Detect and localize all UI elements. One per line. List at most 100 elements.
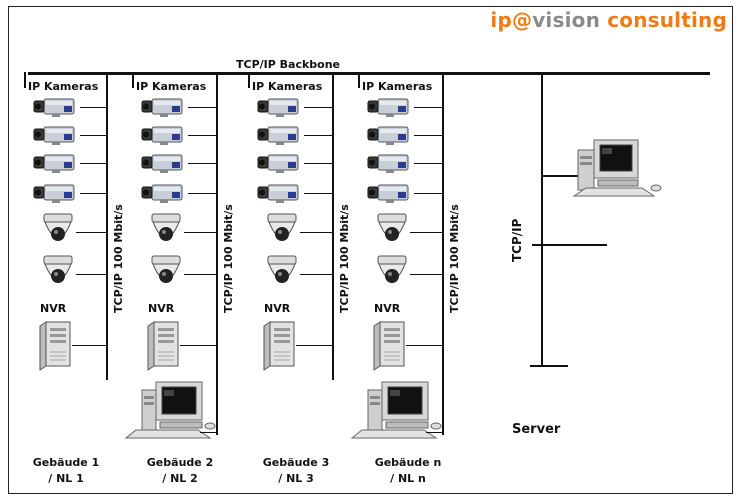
brand-part-2: vision xyxy=(532,8,601,32)
nvr-label: NVR xyxy=(148,302,175,315)
diagram-border xyxy=(8,6,733,494)
backbone-line xyxy=(28,72,710,75)
workstation-icon xyxy=(350,381,442,439)
dome-camera-icon xyxy=(151,255,181,283)
box-camera-icon xyxy=(257,154,299,173)
camera-link-line xyxy=(80,107,106,108)
nvr-label: NVR xyxy=(40,302,67,315)
building-caption: Gebäude 3 / NL 3 xyxy=(256,455,336,487)
building-caption: Gebäude 1 / NL 1 xyxy=(26,455,106,487)
building-name: Gebäude 2 xyxy=(146,456,214,469)
building-name: Gebäude 3 xyxy=(262,456,330,469)
link-speed-label: TCP/IP 100 Mbit/s xyxy=(222,204,235,313)
dome-camera-icon xyxy=(267,213,297,241)
link-vertical-line xyxy=(106,75,108,380)
server-branch-top xyxy=(541,175,585,177)
link-speed-label: TCP/IP 100 Mbit/s xyxy=(448,204,461,313)
camera-link-line xyxy=(188,193,216,194)
server-label: Server xyxy=(512,422,561,437)
camera-link-line xyxy=(188,163,216,164)
nvr-label: NVR xyxy=(264,302,291,315)
link-vertical-line xyxy=(216,75,218,435)
building-caption: Gebäude 2 / NL 2 xyxy=(140,455,220,487)
dome-link-line xyxy=(76,274,106,275)
box-camera-icon xyxy=(33,98,75,117)
dome-link-line xyxy=(184,232,216,233)
box-camera-icon xyxy=(141,98,183,117)
dome-link-line xyxy=(300,274,332,275)
nvr-server-icon xyxy=(263,321,295,371)
camera-link-line xyxy=(80,135,106,136)
camera-link-line xyxy=(414,135,442,136)
dome-link-line xyxy=(184,274,216,275)
camera-link-line xyxy=(80,193,106,194)
nvr-server-icon xyxy=(373,321,405,371)
brand-part-1: ip@ xyxy=(490,8,533,32)
ip-cameras-label: IP Kameras xyxy=(252,80,323,93)
camera-link-line xyxy=(414,107,442,108)
nvr-server-icon xyxy=(39,321,71,371)
camera-link-line xyxy=(414,163,442,164)
column-drop-line xyxy=(358,72,360,88)
box-camera-icon xyxy=(33,154,75,173)
box-camera-icon xyxy=(141,154,183,173)
building-site: / NL 3 xyxy=(278,472,314,485)
column-drop-line xyxy=(132,72,134,88)
nvr-link-line xyxy=(72,345,106,346)
building-site: / NL 2 xyxy=(162,472,198,485)
building-site: / NL 1 xyxy=(48,472,84,485)
column-drop-line xyxy=(248,72,250,88)
dome-camera-icon xyxy=(43,213,73,241)
box-camera-icon xyxy=(367,184,409,203)
dome-camera-icon xyxy=(267,255,297,283)
box-camera-icon xyxy=(257,184,299,203)
ip-cameras-label: IP Kameras xyxy=(362,80,433,93)
workstation-icon xyxy=(124,381,216,439)
camera-link-line xyxy=(304,163,332,164)
building-name: Gebäude 1 xyxy=(32,456,100,469)
box-camera-icon xyxy=(33,184,75,203)
camera-link-line xyxy=(414,193,442,194)
nvr-link-line xyxy=(296,345,332,346)
server-branch-mid xyxy=(532,244,607,246)
box-camera-icon xyxy=(33,126,75,145)
link-vertical-line xyxy=(442,75,444,435)
building-site: / NL n xyxy=(390,472,426,485)
nvr-link-line xyxy=(406,345,442,346)
camera-link-line xyxy=(188,107,216,108)
box-camera-icon xyxy=(367,98,409,117)
nvr-server-icon xyxy=(147,321,179,371)
dome-link-line xyxy=(410,274,442,275)
tcp-label: TCP/IP xyxy=(510,218,524,262)
dome-link-line xyxy=(76,232,106,233)
link-vertical-line xyxy=(332,75,334,380)
backbone-label: TCP/IP Backbone xyxy=(236,58,341,71)
ip-cameras-label: IP Kameras xyxy=(136,80,207,93)
workstation-link-line xyxy=(426,432,444,433)
link-speed-label: TCP/IP 100 Mbit/s xyxy=(338,204,351,313)
box-camera-icon xyxy=(367,126,409,145)
building-caption: Gebäude n / NL n xyxy=(368,455,448,487)
dome-link-line xyxy=(300,232,332,233)
brand-logo: ip@vision consulting xyxy=(490,8,727,32)
server-workstation-icon xyxy=(572,139,662,197)
brand-part-3: consulting xyxy=(600,8,727,32)
column-drop-line xyxy=(24,72,26,88)
nvr-label: NVR xyxy=(374,302,401,315)
dome-link-line xyxy=(410,232,442,233)
camera-link-line xyxy=(188,135,216,136)
box-camera-icon xyxy=(257,98,299,117)
ip-cameras-label: IP Kameras xyxy=(28,80,99,93)
camera-link-line xyxy=(304,107,332,108)
box-camera-icon xyxy=(257,126,299,145)
dome-camera-icon xyxy=(377,213,407,241)
dome-camera-icon xyxy=(43,255,73,283)
link-speed-label: TCP/IP 100 Mbit/s xyxy=(112,204,125,313)
building-name: Gebäude n xyxy=(374,456,442,469)
dome-camera-icon xyxy=(377,255,407,283)
camera-link-line xyxy=(80,163,106,164)
nvr-link-line xyxy=(180,345,216,346)
server-base xyxy=(530,365,568,367)
box-camera-icon xyxy=(367,154,409,173)
